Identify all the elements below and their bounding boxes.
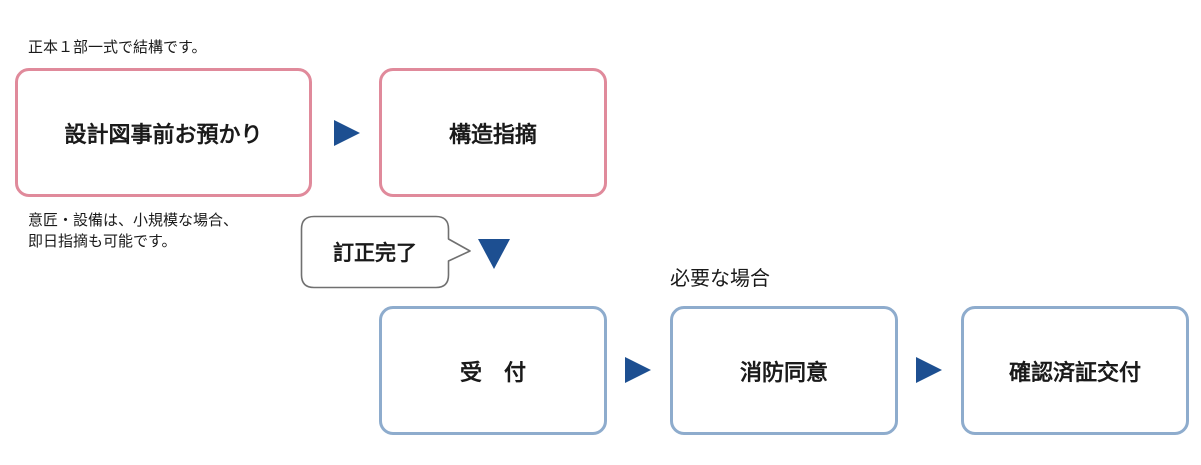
note-same-day-review: 意匠・設備は、小規模な場合、 即日指摘も可能です。: [28, 211, 239, 250]
arrow-right-icon: [916, 357, 942, 383]
arrow-right-icon: [625, 357, 651, 383]
step-advance-drawings-label: 設計図事前お預かり: [64, 122, 263, 148]
label-if-needed: 必要な場合: [670, 266, 770, 290]
step-advance-drawings: 設計図事前お預かり: [15, 68, 312, 197]
arrow-right-icon: [334, 120, 360, 146]
callout-text: 訂正完了: [333, 241, 417, 265]
step-fire-consent: 消防同意: [670, 306, 898, 435]
step-reception: 受 付: [379, 306, 607, 435]
step-certificate-issued: 確認済証交付: [961, 306, 1189, 435]
arrow-down-icon: [478, 239, 510, 269]
step-structural-review-label: 構造指摘: [448, 122, 537, 148]
step-fire-consent-label: 消防同意: [739, 360, 828, 386]
note-original-copies: 正本１部一式で結構です。: [28, 38, 207, 56]
step-structural-review: 構造指摘: [379, 68, 607, 197]
step-certificate-issued-label: 確認済証交付: [1008, 360, 1141, 386]
speech-bubble-icon: [300, 215, 471, 289]
callout-corrections-complete: 訂正完了: [300, 215, 472, 289]
step-reception-label: 受 付: [459, 360, 526, 386]
